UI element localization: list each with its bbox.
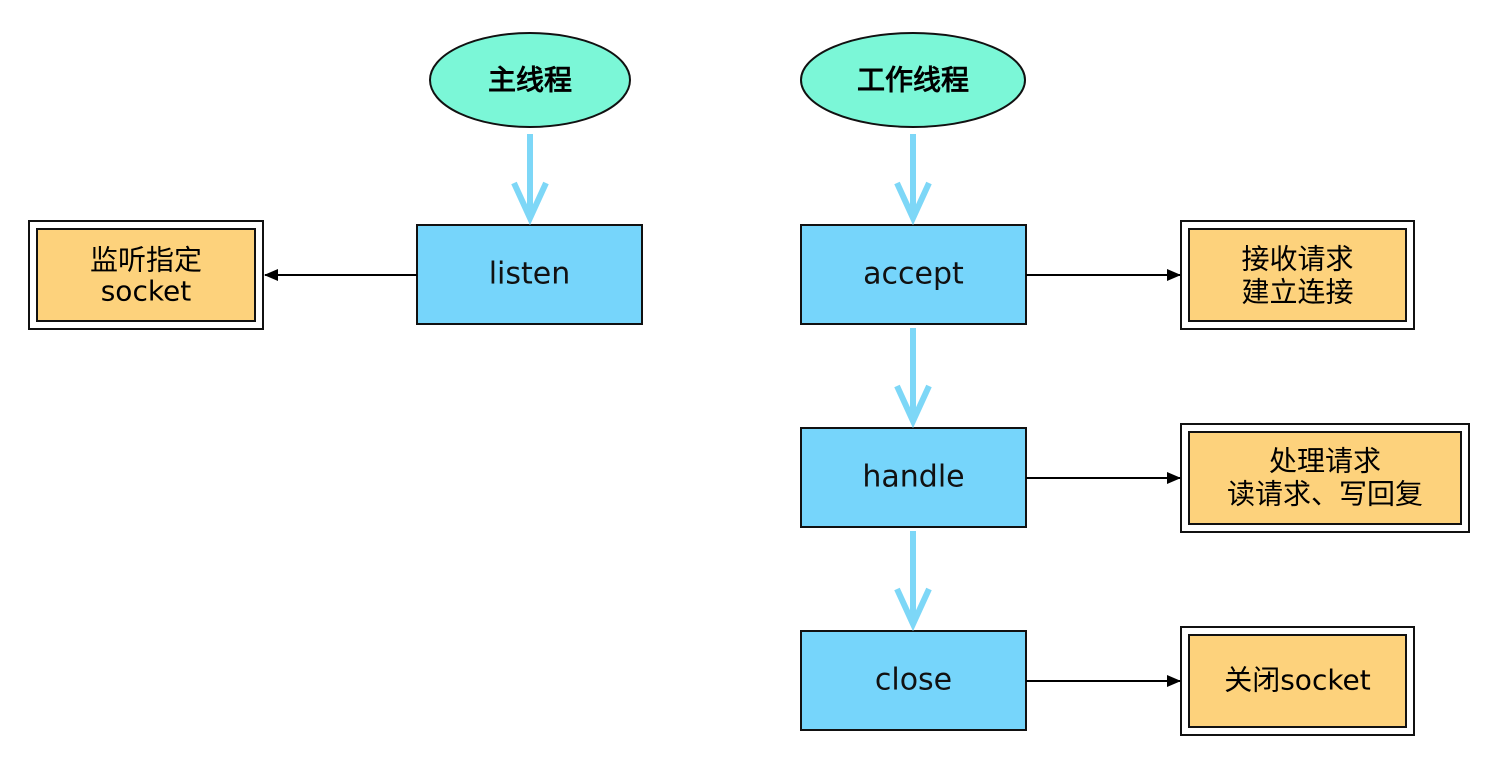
close-step: close [800, 630, 1027, 731]
handle-note-line-1: 处理请求 [1269, 445, 1381, 478]
listen-note: 监听指定 socket [28, 220, 264, 330]
close-label: close [875, 663, 952, 698]
accept-note-line-2: 建立连接 [1241, 276, 1353, 309]
listen-note-line-1: 监听指定 [90, 244, 202, 277]
handle-note: 处理请求 读请求、写回复 [1180, 423, 1470, 533]
handle-label: handle [862, 460, 964, 495]
listen-label: listen [489, 257, 571, 292]
flow-arrow-main-to-listen [511, 134, 549, 226]
accept-note: 接收请求 建立连接 [1180, 220, 1415, 330]
main-thread-label: 主线程 [488, 64, 572, 97]
main-thread-node: 主线程 [429, 32, 631, 128]
handle-note-line-2: 读请求、写回复 [1227, 478, 1423, 511]
flow-arrow-accept-to-handle [894, 328, 932, 429]
listen-note-line-2: socket [101, 275, 192, 308]
close-note: 关闭socket [1180, 626, 1415, 736]
flow-arrow-handle-to-close [894, 531, 932, 632]
accept-label: accept [863, 257, 964, 292]
worker-thread-label: 工作线程 [857, 64, 969, 97]
handle-step: handle [800, 427, 1027, 528]
close-note-line-1: 关闭socket [1224, 664, 1371, 697]
flow-arrow-worker-to-accept [894, 134, 932, 226]
listen-step: listen [416, 224, 643, 325]
worker-thread-node: 工作线程 [800, 32, 1026, 128]
accept-step: accept [800, 224, 1027, 325]
accept-note-line-1: 接收请求 [1241, 243, 1353, 276]
